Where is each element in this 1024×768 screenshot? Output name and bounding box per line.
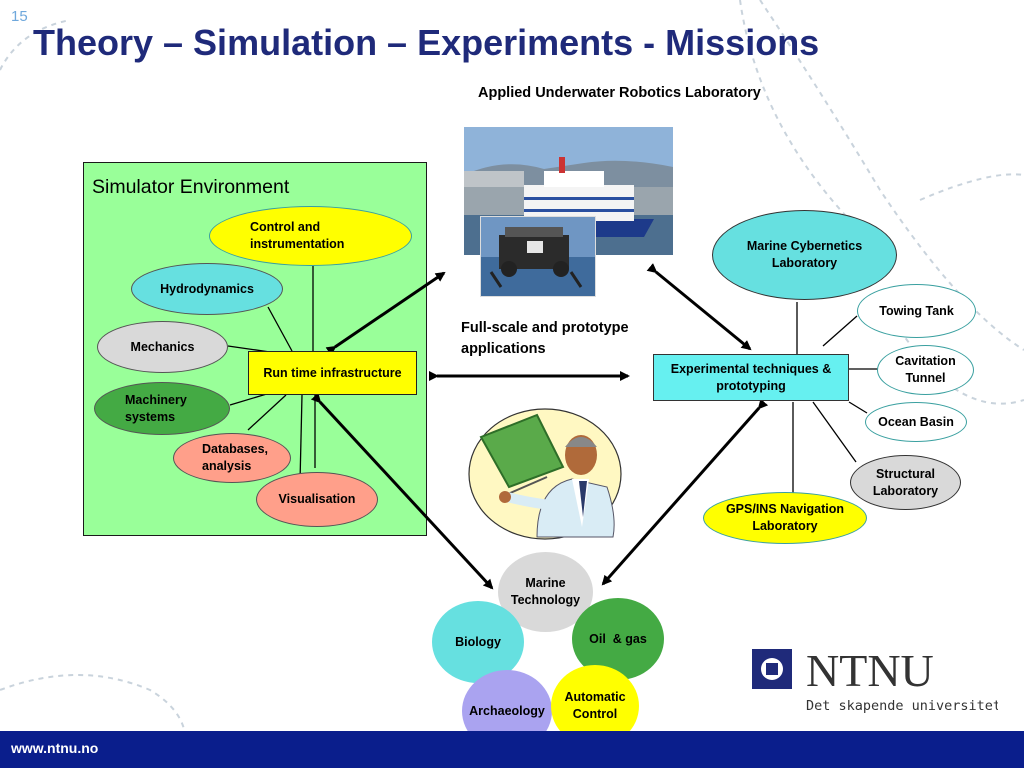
cavitation-tunnel-node: Cavitation Tunnel xyxy=(877,345,974,395)
towing-tank-label: Towing Tank xyxy=(879,303,954,318)
experimental-techniques-box: Experimental techniques & prototyping xyxy=(653,354,849,401)
marine-technology-label: Marine Technology xyxy=(510,576,581,607)
presenter-clipart xyxy=(467,407,623,541)
visualisation-node: Visualisation xyxy=(256,472,378,527)
towing-tank-node: Towing Tank xyxy=(857,284,976,338)
visualisation-label: Visualisation xyxy=(278,492,356,507)
gps-ins-lab-label: GPS/INS Navigation Laboratory xyxy=(725,502,845,533)
biology-node: Biology xyxy=(432,601,524,683)
slide-title: Theory – Simulation – Experiments - Miss… xyxy=(33,22,820,63)
control-instrumentation-label: Control and instrumentation xyxy=(250,220,345,251)
structural-lab-node: Structural Laboratory xyxy=(850,455,961,510)
ocean-basin-label: Ocean Basin xyxy=(878,414,954,429)
mechanics-node: Mechanics xyxy=(97,321,228,373)
run-time-infrastructure-box: Run time infrastructure xyxy=(248,351,417,395)
fullscale-caption: Full-scale and prototype applications xyxy=(461,320,629,358)
oil-gas-label: Oil & gas xyxy=(589,631,647,646)
ntnu-wordmark: NTNU xyxy=(806,646,934,696)
ntnu-tagline: Det skapende universitet xyxy=(806,698,998,714)
footer-url[interactable]: www.ntnu.no xyxy=(11,740,99,756)
ntnu-logo: NTNU Det skapende universitet xyxy=(752,645,1001,716)
run-time-infrastructure-label: Run time infrastructure xyxy=(263,365,402,380)
slide-number: 15 xyxy=(11,8,28,25)
hydrodynamics-node: Hydrodynamics xyxy=(131,263,283,315)
marine-cybernetics-lab-node: Marine Cybernetics Laboratory xyxy=(712,210,897,300)
machinery-systems-label: Machinery systems xyxy=(125,392,187,424)
mechanics-label: Mechanics xyxy=(130,339,195,354)
gps-ins-lab-node: GPS/INS Navigation Laboratory xyxy=(703,492,867,544)
machinery-systems-node: Machinery systems xyxy=(94,382,230,435)
rov-photo xyxy=(480,216,596,297)
databases-analysis-node: Databases, analysis xyxy=(173,433,291,483)
databases-analysis-label: Databases, analysis xyxy=(202,442,269,473)
lab-caption: Applied Underwater Robotics Laboratory xyxy=(478,85,761,101)
structural-lab-label: Structural Laboratory xyxy=(872,466,939,498)
marine-cybernetics-lab-label: Marine Cybernetics Laboratory xyxy=(746,239,863,270)
archaeology-label: Archaeology xyxy=(469,703,545,718)
footer-bar xyxy=(0,731,1024,768)
experimental-techniques-label: Experimental techniques & prototyping xyxy=(670,361,832,393)
simulator-environment-title: Simulator Environment xyxy=(92,176,290,198)
hydrodynamics-label: Hydrodynamics xyxy=(160,281,254,296)
cavitation-tunnel-label: Cavitation Tunnel xyxy=(895,354,956,385)
control-instrumentation-node: Control and instrumentation xyxy=(209,206,412,266)
ocean-basin-node: Ocean Basin xyxy=(865,402,967,442)
biology-label: Biology xyxy=(455,634,501,649)
automatic-control-label: Automatic Control xyxy=(564,690,626,721)
